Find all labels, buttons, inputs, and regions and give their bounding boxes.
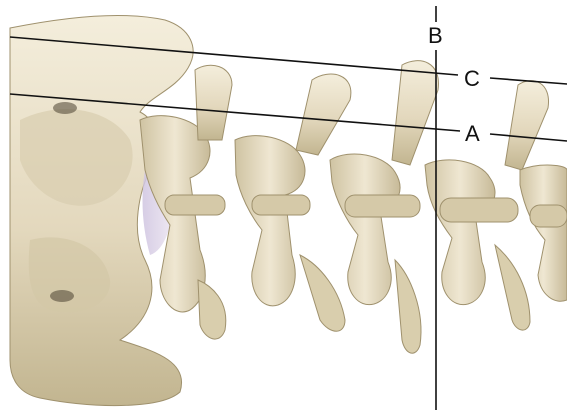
vertebra-5 [520,165,567,301]
label-c: C [463,68,481,90]
label-b: B [427,25,444,47]
vertebra-2 [235,74,351,331]
label-a: A [464,123,481,145]
